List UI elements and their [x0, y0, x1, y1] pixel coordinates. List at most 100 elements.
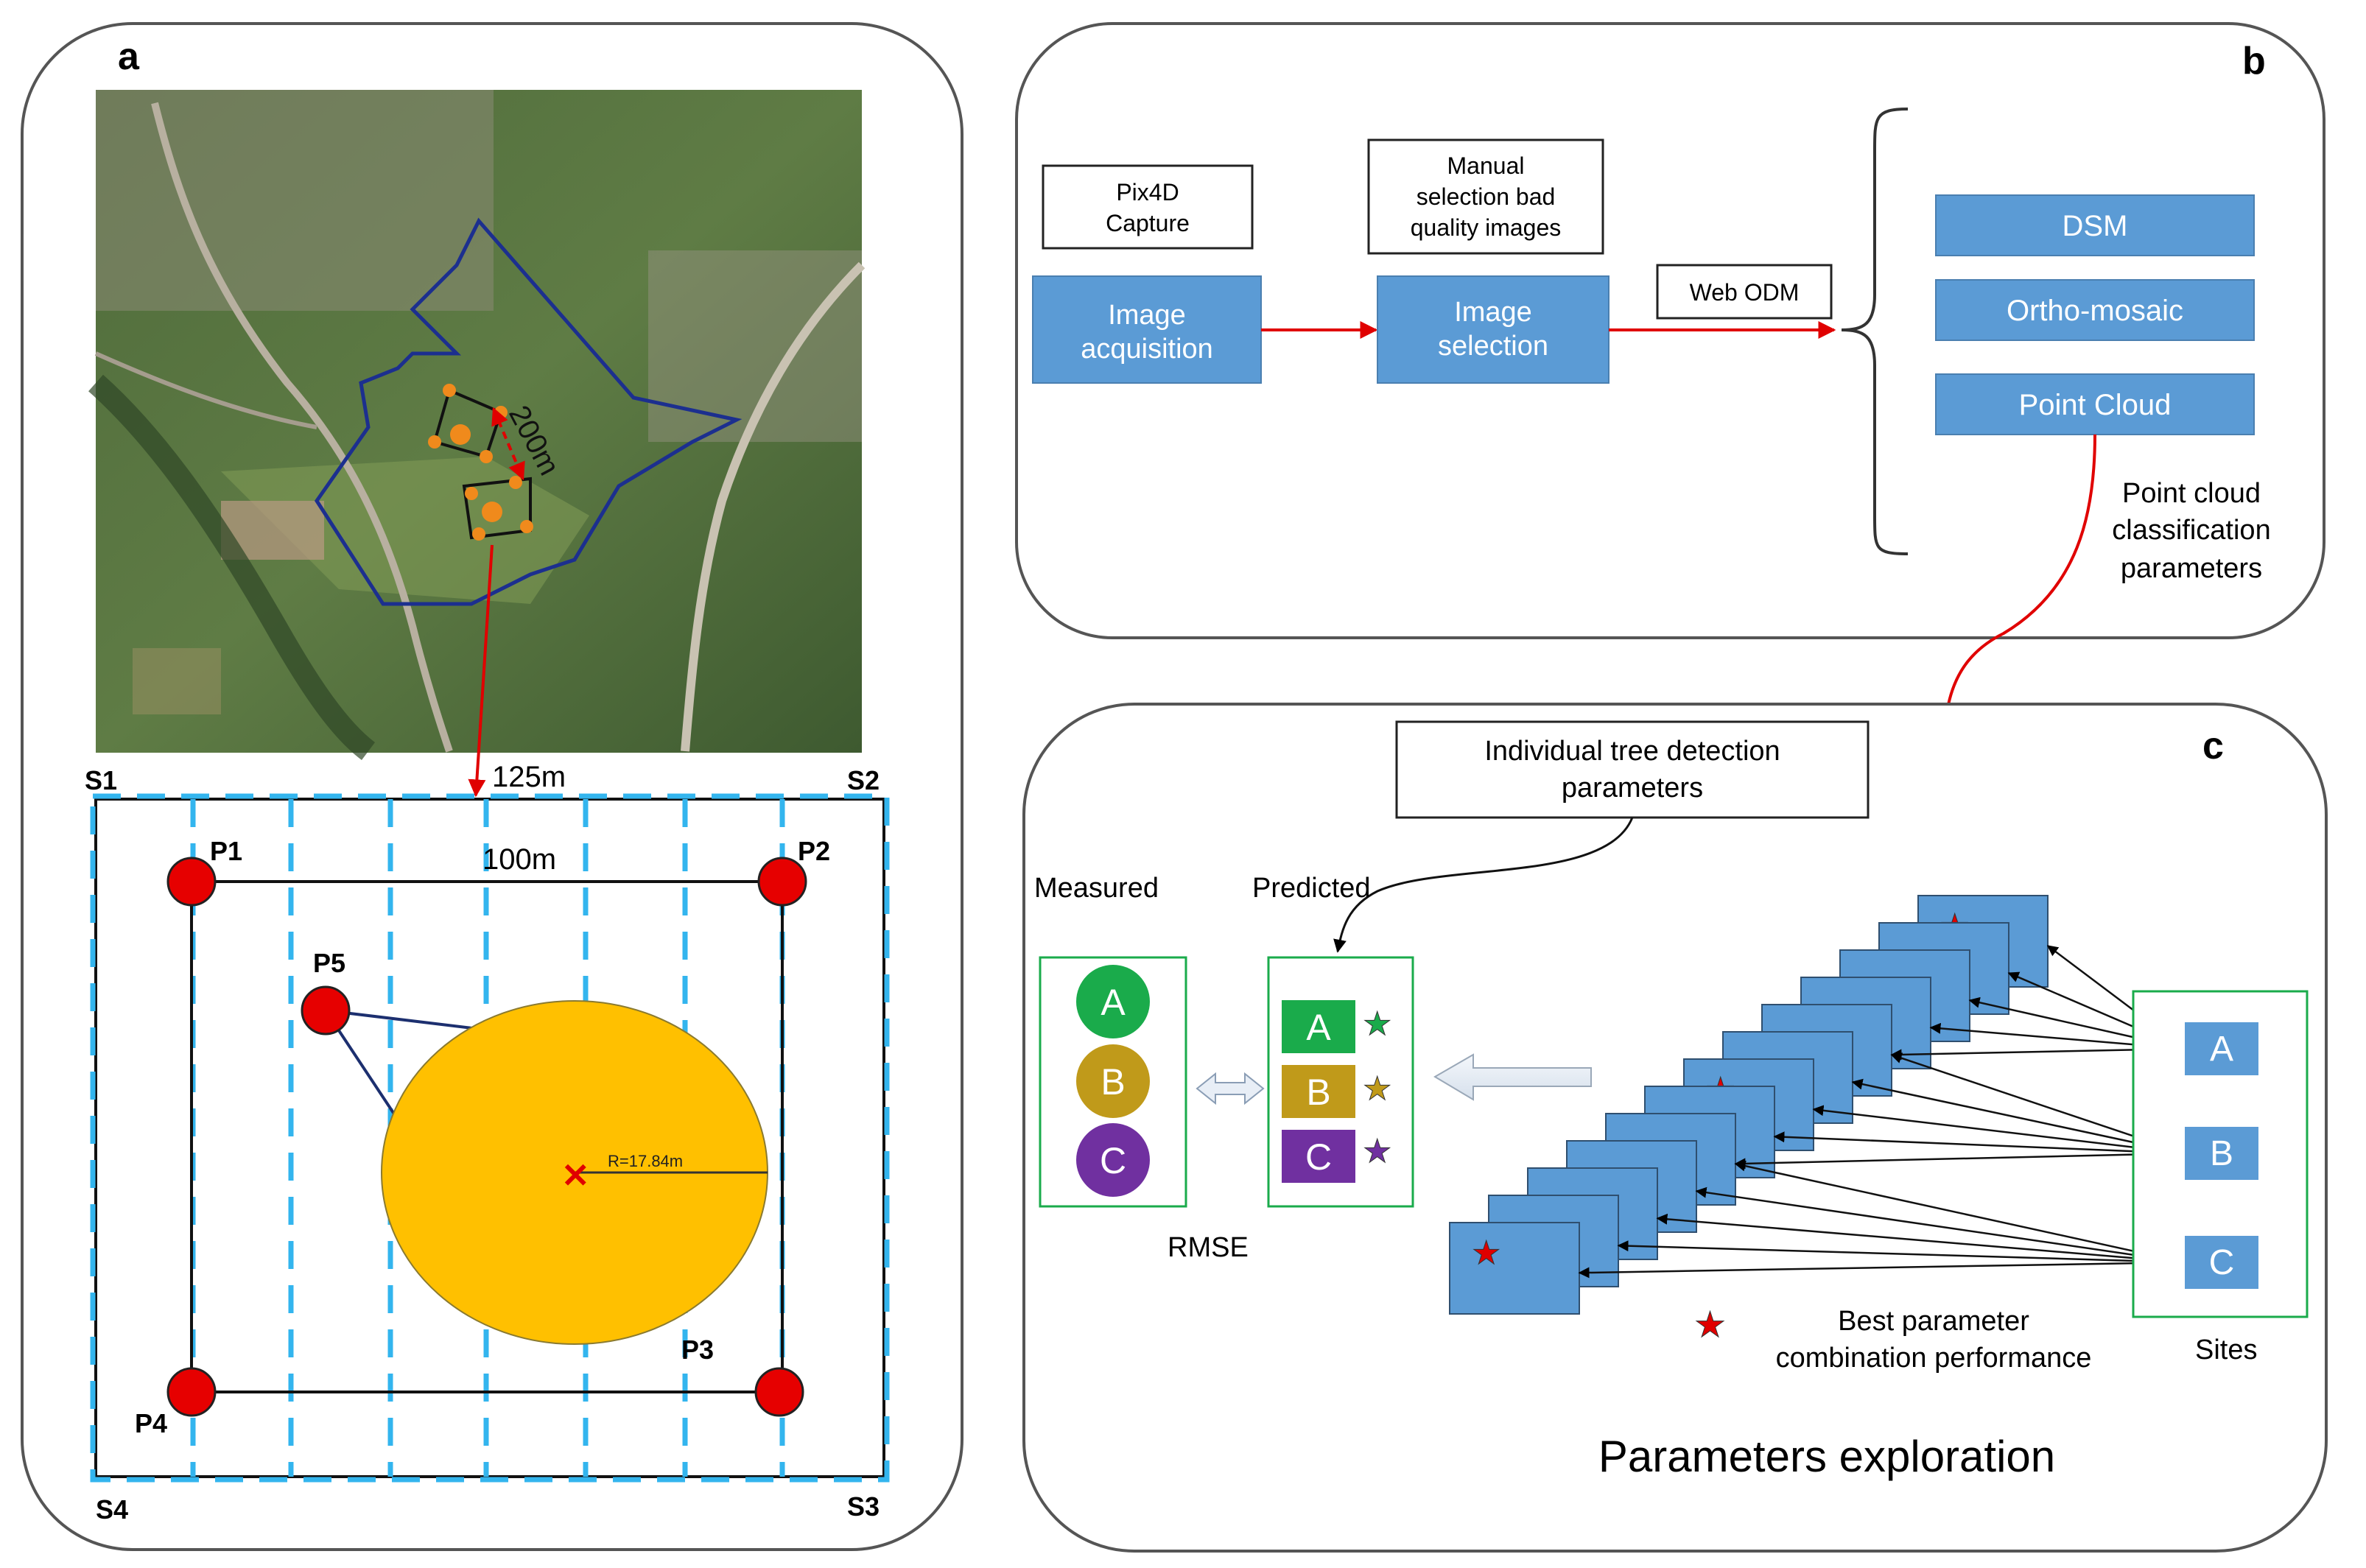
site-b-label: B — [2210, 1134, 2233, 1173]
sites-label: Sites — [2195, 1335, 2257, 1365]
point-p1-marker — [166, 857, 217, 907]
point-p3-marker — [754, 1367, 804, 1417]
point-p5-label: P5 — [313, 948, 345, 978]
image-acquisition-line2: acquisition — [1081, 334, 1213, 365]
measured-a-circle — [1076, 965, 1150, 1038]
point-p3-label: P3 — [681, 1335, 714, 1365]
flight-line-border — [90, 793, 890, 1483]
predicted-a-square — [1282, 1000, 1355, 1053]
outer-plot-square — [94, 798, 885, 1478]
measured-b-circle — [1076, 1044, 1150, 1118]
point-p2-marker — [757, 857, 807, 907]
site-arrow — [1734, 1152, 2186, 1170]
ortho-mosaic-box — [1935, 279, 2255, 341]
itd-params-line1: Individual tree detection — [1484, 736, 1780, 767]
best-param-line1: Best parameter — [1838, 1306, 2029, 1337]
predicted-c-star-icon: ★ — [1363, 1133, 1391, 1170]
corner-s2-label: S2 — [847, 765, 880, 795]
outputs-brace — [1841, 108, 1909, 555]
best-combination-star-icon: ★ — [1472, 1235, 1500, 1271]
point-p1-label: P1 — [210, 836, 242, 866]
panel-c-letter: c — [2202, 725, 2224, 767]
stack-to-predicted-arrow — [1433, 1053, 1592, 1101]
image-acquisition-line1: Image — [1108, 300, 1186, 331]
dsm-label: DSM — [2063, 210, 2128, 242]
site-c-box — [2185, 1236, 2258, 1289]
satellite-map: 200m — [88, 90, 866, 760]
pc-params-line1: Point cloud — [2122, 478, 2261, 509]
rmse-label: RMSE — [1168, 1232, 1249, 1263]
manual-line3: quality images — [1411, 214, 1562, 241]
dsm-box — [1935, 194, 2255, 256]
predicted-a-star-icon: ★ — [1363, 1006, 1391, 1042]
itd-params-line2: parameters — [1562, 773, 1703, 804]
image-selection-line2: selection — [1438, 331, 1548, 362]
panel-b: b Pix4D Capture Manual selection bad qua… — [1015, 22, 2325, 639]
panel-b-letter: b — [2242, 40, 2266, 82]
site-c-label: C — [2209, 1243, 2235, 1282]
predicted-b-square — [1282, 1065, 1355, 1118]
point-p2-label: P2 — [798, 836, 830, 866]
webodm-box — [1656, 264, 1833, 320]
site-arrow — [1578, 1261, 2186, 1279]
study-area-boundary — [314, 217, 743, 606]
pix4d-line1: Pix4D — [1116, 179, 1179, 205]
predicted-a-label: A — [1306, 1007, 1331, 1048]
manual-line2: selection bad — [1417, 183, 1556, 210]
site-arrow — [1617, 1240, 2186, 1264]
site-a-label: A — [2210, 1030, 2233, 1069]
predicted-b-star-icon: ★ — [1363, 1071, 1391, 1107]
site-a-box — [2185, 1022, 2258, 1075]
site-arrow — [1773, 1131, 2186, 1155]
center-cross-icon: ✕ — [561, 1156, 590, 1195]
image-acquisition-box — [1032, 275, 1262, 384]
panel-a: a — [21, 22, 963, 1551]
manual-line1: Manual — [1447, 152, 1525, 179]
parameter-square — [1449, 1222, 1580, 1315]
site-arrow — [1812, 1105, 2186, 1155]
point-p4-label: P4 — [135, 1408, 167, 1438]
manual-selection-box — [1367, 138, 1604, 255]
itd-params-box — [1395, 720, 1870, 819]
point-p5-marker — [301, 985, 351, 1036]
inner-plot-square — [190, 880, 784, 1393]
map-to-plot-arrow — [468, 544, 494, 798]
rmse-double-arrow — [1196, 1072, 1265, 1105]
site-arrow — [1734, 1160, 2186, 1264]
predicted-label: Predicted — [1252, 873, 1371, 904]
panel-a-letter: a — [118, 35, 140, 78]
measured-b-label: B — [1100, 1061, 1125, 1103]
pc-params-line3: parameters — [2121, 553, 2262, 584]
corner-s4-label: S4 — [96, 1494, 128, 1525]
corner-s3-label: S3 — [847, 1491, 880, 1522]
measured-a-label: A — [1100, 982, 1126, 1023]
plot-schematic: ✕ R=17.84m S1 S2 S3 S4 P1 P2 P3 P4 P5 12… — [85, 761, 890, 1525]
point-cloud-label: Point Cloud — [2019, 389, 2172, 421]
measured-c-label: C — [1100, 1140, 1126, 1181]
predicted-c-label: C — [1305, 1136, 1332, 1178]
pix4d-line2: Capture — [1106, 210, 1190, 236]
measured-c-circle — [1076, 1123, 1150, 1197]
itd-to-predicted-arrow — [1333, 817, 1634, 953]
site-arrow — [1656, 1213, 2186, 1264]
inner-dimension-label: 100m — [482, 843, 556, 876]
pix4d-capture-box — [1042, 164, 1254, 250]
site-b-box — [2185, 1127, 2258, 1180]
image-selection-line1: Image — [1454, 297, 1532, 328]
panel-c: c Individual tree detection parameters M… — [1022, 703, 2328, 1553]
predicted-b-label: B — [1306, 1072, 1330, 1113]
site-arrow — [1851, 1078, 2186, 1155]
webodm-label: Web ODM — [1690, 279, 1800, 306]
point-p4-marker — [166, 1367, 217, 1417]
outer-dimension-label: 125m — [492, 761, 566, 793]
pc-params-line2: classification — [2112, 515, 2270, 546]
parameters-exploration-title: Parameters exploration — [1598, 1432, 2055, 1481]
ortho-mosaic-label: Ortho-mosaic — [2007, 295, 2183, 327]
best-param-line2: combination performance — [1776, 1343, 2092, 1374]
site-arrow — [1695, 1186, 2186, 1264]
parameter-combination-stack: ★★★ — [1449, 895, 2049, 1315]
measured-label: Measured — [1034, 873, 1159, 904]
image-selection-box — [1377, 275, 1609, 384]
predicted-c-square — [1282, 1130, 1355, 1183]
